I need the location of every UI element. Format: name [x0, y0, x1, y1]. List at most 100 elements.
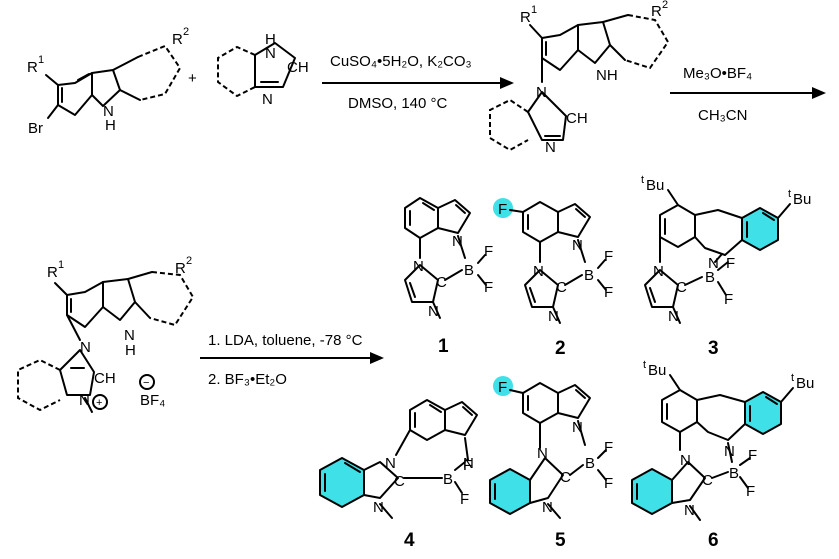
- r1-label: R: [27, 59, 38, 76]
- product-r1-sup: 1: [531, 4, 537, 16]
- r2-label: R: [172, 31, 183, 48]
- step2-reagent: Me₃O•BF₄: [683, 65, 752, 82]
- ring-highlight-5: [490, 469, 530, 514]
- c4-f2: F: [460, 491, 469, 508]
- fluorine-highlight-2: [493, 198, 513, 218]
- c2-c: C: [556, 279, 567, 296]
- r2-superscript: 2: [183, 26, 189, 38]
- c1-n-top: N: [452, 233, 463, 250]
- r1-superscript: 1: [38, 54, 44, 66]
- nh-h-label: H: [105, 117, 116, 134]
- product-n1: N: [536, 84, 547, 101]
- c5-f-ring: F: [498, 379, 507, 396]
- bf4-anion: BF₄: [140, 392, 165, 409]
- c3-tbu2-t: t: [788, 188, 791, 200]
- ring-highlight-4: [320, 458, 364, 507]
- step2-solvent: CH₃CN: [698, 107, 747, 124]
- c1-c: C: [436, 274, 447, 291]
- imidazole-ch: CH: [287, 59, 309, 76]
- product-n2: N: [545, 139, 556, 156]
- compound-number-3: 3: [708, 338, 719, 359]
- br-label: Br: [28, 120, 43, 137]
- c1-f2: F: [484, 279, 493, 296]
- c4-n-right: N: [463, 455, 474, 472]
- c3-tbu1-t: t: [641, 174, 644, 186]
- c6-tbu2-t: t: [791, 372, 794, 384]
- step3-line1: 1. LDA, toluene, -78 °C: [208, 332, 363, 349]
- c4-n-me: N: [373, 499, 384, 516]
- compound-number-2: 2: [555, 338, 566, 359]
- c6-c: C: [702, 472, 713, 489]
- imidazolium-salt: R 1 R 2 N H N CH N + − BF₄: [17, 255, 195, 413]
- c3-c: C: [676, 279, 687, 296]
- c3-tbu1: Bu: [646, 177, 664, 194]
- compound-number-5: 5: [555, 530, 566, 551]
- minus-charge-circle: [139, 374, 155, 390]
- arrowhead-step3: [370, 352, 384, 364]
- minus-charge: −: [143, 377, 149, 389]
- compound-2: F N N C B F F N 2: [493, 198, 613, 359]
- salt-n1: N: [80, 339, 91, 356]
- c2-f1: F: [604, 248, 613, 265]
- c5-n-top: N: [572, 419, 583, 436]
- c4-b: B: [443, 471, 453, 488]
- product-r2-sup: 2: [662, 0, 668, 11]
- ring-highlight-6a: [745, 392, 781, 434]
- plus-charge-circle: [92, 394, 108, 410]
- c6-f1: F: [748, 447, 757, 464]
- c3-n-top: N: [708, 255, 719, 272]
- salt-h: H: [125, 342, 136, 359]
- salt-ch: CH: [94, 370, 116, 387]
- c2-f-ring: F: [498, 201, 507, 218]
- c1-b: B: [464, 262, 474, 279]
- salt-r1-sup: 1: [58, 259, 64, 271]
- coupled-product: R 1 R 2 NH N CH N: [489, 0, 670, 156]
- c5-n-me: N: [542, 499, 553, 516]
- salt-n: N: [124, 327, 135, 344]
- c3-tbu2: Bu: [793, 191, 811, 208]
- product-r1: R: [520, 9, 531, 26]
- imidazole-nh: N: [265, 45, 276, 62]
- c4-f1: F: [463, 457, 472, 474]
- c2-n-top: N: [572, 237, 583, 254]
- c2-n-me: N: [548, 308, 559, 325]
- c3-n-me: N: [668, 308, 679, 325]
- step3-line2: 2. BF₃•Et₂O: [208, 371, 287, 388]
- compound-number-6: 6: [708, 530, 719, 551]
- step1-conditions: DMSO, 140 °C: [348, 95, 448, 112]
- c6-n-top: N: [724, 443, 735, 460]
- c5-c: C: [560, 469, 571, 486]
- c1-n-me: N: [428, 303, 439, 320]
- c5-f1: F: [604, 439, 613, 456]
- c2-b: B: [584, 267, 594, 284]
- product-nh: NH: [596, 67, 618, 84]
- c2-f2: F: [604, 284, 613, 301]
- compound-number-1: 1: [438, 336, 449, 357]
- plus-charge: +: [96, 397, 102, 409]
- salt-n2: N: [79, 392, 90, 409]
- c6-tbu1: Bu: [648, 362, 666, 379]
- step1-reagent: CuSO₄•5H₂O, K₂CO₃: [330, 53, 472, 70]
- imidazole-h: H: [265, 31, 276, 48]
- compound-1: N N C B F F N 1: [404, 197, 493, 357]
- compound-number-4: 4: [404, 530, 415, 551]
- salt-r1: R: [47, 264, 58, 281]
- compound-6: t Bu t Bu N N C B F F N 6: [631, 359, 814, 551]
- compound-5: F N N C B F F N 5: [489, 376, 613, 551]
- ring-highlight-6b: [632, 469, 672, 514]
- c6-tbu2: Bu: [796, 375, 814, 392]
- ring-highlight-3: [742, 208, 778, 250]
- c5-b: B: [585, 455, 595, 472]
- c3-n-left: N: [653, 263, 664, 280]
- product-ch: CH: [566, 110, 588, 127]
- product-r2: R: [651, 3, 662, 20]
- c3-b: B: [705, 269, 715, 286]
- c6-n-left: N: [680, 452, 691, 469]
- arrowhead-step1: [500, 77, 514, 89]
- c2-n-left: N: [533, 263, 544, 280]
- c1-n-left: N: [413, 258, 424, 275]
- c4-n-top: N: [385, 455, 396, 472]
- imidazole-n: N: [262, 91, 273, 108]
- salt-r2: R: [175, 260, 186, 277]
